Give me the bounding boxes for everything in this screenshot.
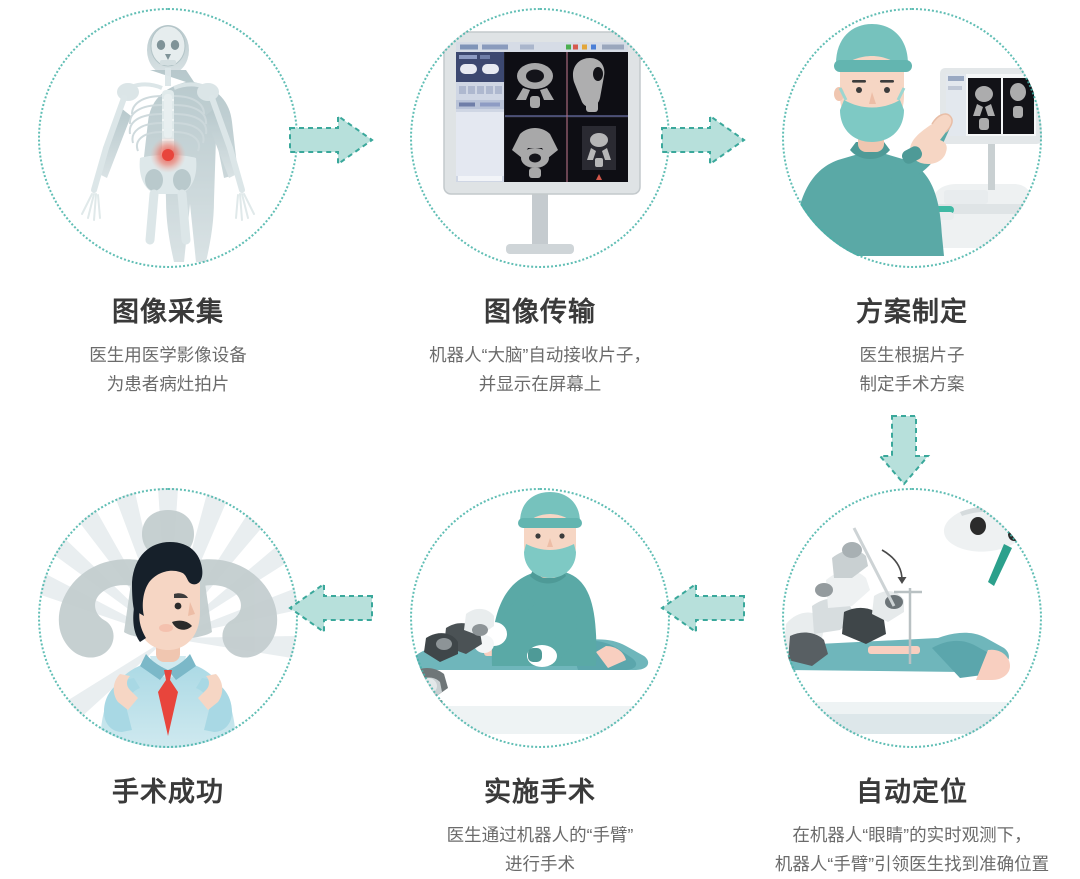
step-2-description: 机器人“大脑”自动接收片子， 并显示在屏幕上	[429, 345, 651, 394]
step-5-dotted-ring	[410, 488, 670, 748]
step-2-title: 图像传输	[484, 297, 596, 327]
arrow-3-to-4	[876, 412, 932, 488]
arrow-4-to-5	[658, 580, 748, 636]
step-1-illustration-circle	[38, 8, 298, 268]
step-image-acquisition: 图像采集 医生用医学影像设备 为患者病灶拍片	[8, 8, 328, 399]
step-image-transfer: 图像传输 机器人“大脑”自动接收片子， 并显示在屏幕上	[380, 8, 700, 399]
step-2-dotted-ring	[410, 8, 670, 268]
step-1-description: 医生用医学影像设备 为患者病灶拍片	[89, 345, 247, 394]
step-4-dotted-ring	[782, 488, 1042, 748]
step-6-title: 手术成功	[112, 777, 224, 807]
step-plan-formulation: 方案制定 医生根据片子 制定手术方案	[752, 8, 1072, 399]
step-4-description: 在机器人“眼睛”的实时观测下， 机器人“手臂”引领医生找到准确位置	[774, 825, 1050, 874]
step-6-illustration-circle	[38, 488, 298, 748]
arrow-2-to-3	[658, 112, 748, 168]
step-perform-surgery: 实施手术 医生通过机器人的“手臂” 进行手术	[380, 488, 700, 879]
arrow-1-to-2	[286, 112, 376, 168]
step-2-illustration-circle	[410, 8, 670, 268]
step-1-title: 图像采集	[112, 297, 224, 327]
step-3-dotted-ring	[782, 8, 1042, 268]
step-3-illustration-circle	[782, 8, 1042, 268]
step-5-description: 医生通过机器人的“手臂” 进行手术	[446, 825, 634, 874]
step-auto-positioning: 自动定位 在机器人“眼睛”的实时观测下， 机器人“手臂”引领医生找到准确位置	[752, 488, 1072, 879]
step-5-illustration-circle	[410, 488, 670, 748]
step-surgery-success: 手术成功	[8, 488, 328, 821]
step-3-title: 方案制定	[856, 297, 968, 327]
arrow-5-to-6	[286, 580, 376, 636]
step-1-dotted-ring	[38, 8, 298, 268]
step-5-title: 实施手术	[484, 777, 596, 807]
step-4-illustration-circle	[782, 488, 1042, 748]
step-4-title: 自动定位	[856, 777, 968, 807]
step-6-dotted-ring	[38, 488, 298, 748]
step-3-description: 医生根据片子 制定手术方案	[859, 345, 965, 394]
